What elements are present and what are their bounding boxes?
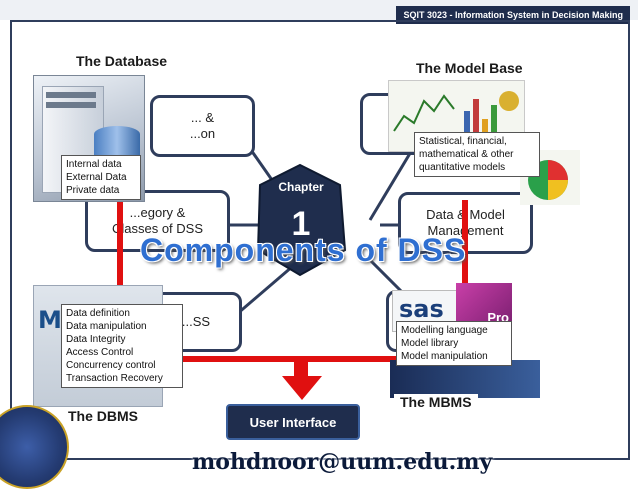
database-items-list: Internal data External Data Private data [61,155,141,200]
dbms-item: Data definition [66,308,130,319]
chapter-label: Chapter [278,180,324,194]
red-arrow-down-icon [282,376,322,400]
dbms-item: Transaction Recovery [66,373,163,384]
dbms-item: Concurrency control [66,360,156,371]
database-item: External Data [66,172,127,183]
model-item: quantitative models [419,162,506,173]
dbms-item: Access Control [66,347,134,358]
chapter-hexagon [256,163,347,277]
chapter-number: 1 [291,205,311,243]
mbms-item: Model library [401,338,459,349]
red-connector-left [117,200,123,340]
red-connector-right-h [300,356,468,362]
course-tag: SQIT 3023 - Information System in Decisi… [396,6,630,24]
model-items-list: Statistical, financial, mathematical & o… [414,132,540,177]
model-item: Statistical, financial, [419,136,507,147]
section-dbms: The DBMS [62,408,144,424]
mbms-items-list: Modelling language Model library Model m… [396,321,512,366]
red-connector-left-h [117,356,302,362]
red-connector-right [462,200,468,340]
dbms-item: Data Integrity [66,334,126,345]
database-item: Private data [66,185,120,196]
mbms-item: Modelling language [401,325,488,336]
dbms-items-list: Data definition Data manipulation Data I… [61,304,183,388]
frame-left-line [10,20,12,460]
model-item: mathematical & other [419,149,514,160]
footer-email: mohdnoor@uum.edu.my [192,449,493,475]
component-box-top-left: ... & ...on [150,95,255,157]
mbms-software-image [390,360,540,398]
frame-top-line [10,20,630,22]
red-arrow-stem [294,356,308,378]
user-interface-box: User Interface [226,404,360,440]
pro-logo: Pro [456,283,512,328]
frame-right-line [628,20,630,460]
university-seal-logo [0,405,69,489]
section-mbms: The MBMS [394,394,478,410]
slide-title: Components of DSS [140,232,467,268]
dbms-item: Data manipulation [66,321,147,332]
section-database: The Database [70,53,174,69]
frame-bottom-line [10,458,630,460]
mbms-item: Model manipulation [401,351,488,362]
section-model-base: The Model Base [410,60,529,76]
database-item: Internal data [66,159,122,170]
